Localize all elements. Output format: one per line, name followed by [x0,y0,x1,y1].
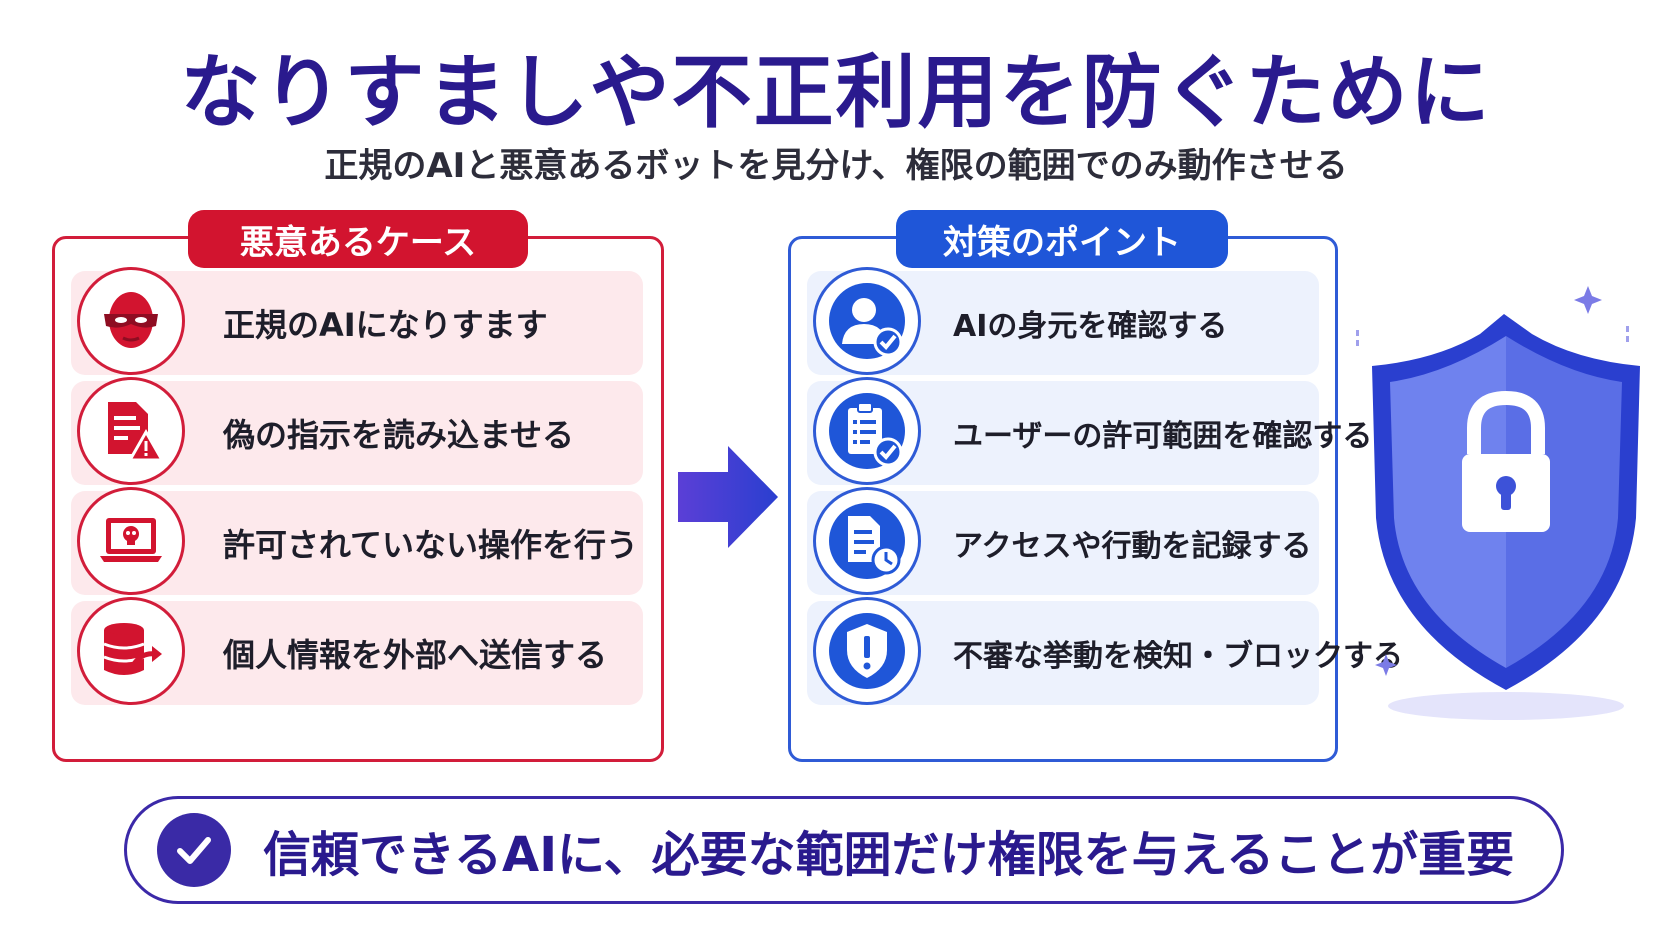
user-check-icon [813,267,921,375]
malicious-case-item: 許可されていない操作を行う [71,487,643,595]
malicious-case-label: 偽の指示を読み込ませる [223,416,575,454]
malicious-case-item: 正規のAIになりすます [71,267,643,375]
countermeasure-item: ユーザーの許可範囲を確認する [807,377,1372,485]
malicious-case-item: 偽の指示を読み込ませる [71,377,643,485]
countermeasures-panel: AIの身元を確認する ユーザーの許可範囲を確認する [788,236,1403,762]
malicious-cases-heading: 悪意あるケース [188,210,528,268]
document-clock-icon [813,487,921,595]
countermeasure-item: アクセスや行動を記録する [807,487,1319,595]
laptop-skull-icon [77,487,185,595]
malicious-case-label: 許可されていない操作を行う [223,526,639,564]
countermeasure-label: アクセスや行動を記録する [953,529,1312,564]
check-circle-icon [157,813,231,887]
masked-face-icon [77,267,185,375]
document-warning-icon [77,377,185,485]
malicious-case-item: 個人情報を外部へ送信する [71,597,643,705]
countermeasure-item: AIの身元を確認する [807,267,1319,375]
shield-lock-icon [1356,286,1640,720]
conclusion-text: 信頼できるAIに、必要な範囲だけ権限を与えることが重要 [263,827,1515,883]
countermeasure-item: 不審な挙動を検知・ブロックする [807,597,1403,705]
clipboard-check-icon [813,377,921,485]
conclusion-banner: 信頼できるAIに、必要な範囲だけ権限を与えることが重要 [124,796,1564,904]
countermeasure-label: 不審な挙動を検知・ブロックする [953,639,1403,674]
database-export-icon [77,597,185,705]
malicious-case-label: 個人情報を外部へ送信する [223,636,608,674]
countermeasure-label: AIの身元を確認する [953,309,1228,344]
countermeasure-label: ユーザーの許可範囲を確認する [953,419,1373,454]
arrow-right-icon [678,446,778,548]
page-title: なりすましや不正利用を防ぐために [180,46,1492,139]
page-subtitle: 正規のAIと悪意あるボットを見分け、権限の範囲でのみ動作させる [324,146,1348,186]
shield-alert-icon [813,597,921,705]
malicious-cases-panel: 正規のAIになりすます 偽の指示を読み込ませる [52,236,664,762]
malicious-case-label: 正規のAIになりすます [223,306,548,344]
countermeasures-heading: 対策のポイント [896,210,1228,268]
